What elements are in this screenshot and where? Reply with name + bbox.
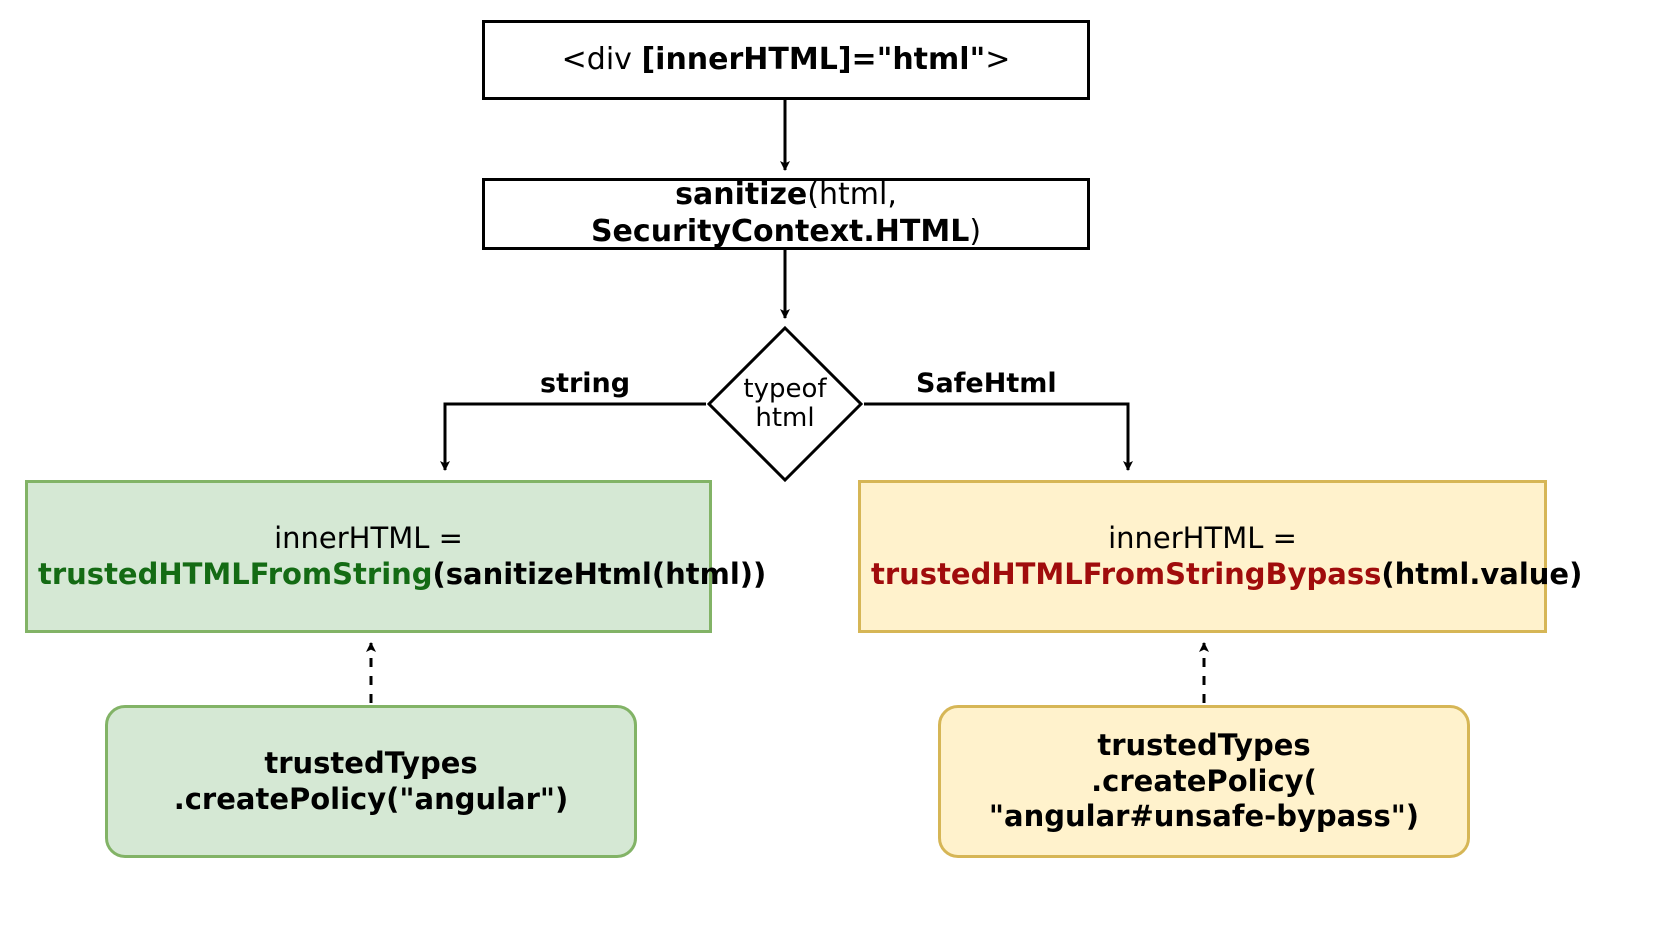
policy-bypass-line3: "angular#unsafe-bypass") bbox=[988, 799, 1420, 834]
sanitize-arg-context: SecurityContext.HTML bbox=[590, 214, 970, 249]
node-innerhtml-trusted-from-string-bypass-text: innerHTML =trustedHTMLFromStringBypass(h… bbox=[861, 521, 1582, 592]
node-innerhtml-trusted-from-string-text: innerHTML =trustedHTMLFromString(sanitiz… bbox=[28, 521, 766, 592]
div-open-text: <div bbox=[561, 41, 642, 77]
policy-bypass-line2: .createPolicy( bbox=[1091, 763, 1317, 798]
sanitize-fn-name: sanitize bbox=[675, 177, 808, 213]
edge-typeof-to-trusted-bypass bbox=[864, 402, 1133, 471]
diamond-shape-icon bbox=[706, 325, 864, 483]
node-trusted-types-policy-angular-text: trustedTypes.createPolicy("angular") bbox=[108, 746, 634, 817]
trusted-bypass-assign-label: innerHTML = bbox=[1108, 521, 1297, 556]
policy-angular-line2: .createPolicy("angular") bbox=[173, 781, 569, 816]
trusted-bypass-fn-args: (html.value) bbox=[1381, 556, 1583, 591]
policy-bypass-line1: trustedTypes bbox=[1097, 728, 1311, 763]
node-trusted-types-policy-angular-unsafe-bypass-text: trustedTypes.createPolicy("angular#unsaf… bbox=[941, 728, 1467, 834]
node-sanitize-call: sanitize(html, SecurityContext.HTML) bbox=[482, 177, 1090, 250]
edge-label-string: string bbox=[540, 368, 631, 399]
node-typeof-html-decision: typeof html bbox=[706, 325, 864, 483]
trusted-string-assign-label: innerHTML = bbox=[274, 521, 463, 556]
policy-angular-line1: trustedTypes bbox=[264, 746, 478, 781]
node-innerhtml-trusted-from-string: innerHTML =trustedHTMLFromString(sanitiz… bbox=[25, 480, 766, 633]
typeof-line1: typeof bbox=[743, 373, 827, 404]
node-trusted-types-policy-angular-unsafe-bypass: trustedTypes.createPolicy("angular#unsaf… bbox=[938, 705, 1470, 858]
node-typeof-html-label: typeof html bbox=[743, 373, 827, 433]
trusted-string-fn-name: trustedHTMLFromString bbox=[38, 556, 433, 591]
div-binding-text: [innerHTML]="html" bbox=[641, 41, 986, 77]
edge-label-safehtml: SafeHtml bbox=[916, 368, 1057, 399]
trusted-bypass-fn-name: trustedHTMLFromStringBypass bbox=[871, 556, 1382, 591]
typeof-line2: html bbox=[755, 403, 815, 433]
sanitize-arg-html: (html, bbox=[807, 177, 897, 213]
sanitize-paren-close: ) bbox=[969, 214, 982, 249]
node-div-innerhtml: <div [innerHTML]="html"> bbox=[482, 20, 1090, 100]
trusted-string-fn-args: (sanitizeHtml(html)) bbox=[432, 556, 767, 591]
div-close-text: > bbox=[985, 41, 1011, 77]
node-sanitize-call-text: sanitize(html, SecurityContext.HTML) bbox=[485, 177, 1087, 250]
edge-typeof-to-trusted-string bbox=[440, 402, 706, 471]
node-trusted-types-policy-angular: trustedTypes.createPolicy("angular") bbox=[105, 705, 637, 858]
node-div-innerhtml-text: <div [innerHTML]="html"> bbox=[485, 42, 1087, 79]
node-innerhtml-trusted-from-string-bypass: innerHTML =trustedHTMLFromStringBypass(h… bbox=[858, 480, 1582, 633]
